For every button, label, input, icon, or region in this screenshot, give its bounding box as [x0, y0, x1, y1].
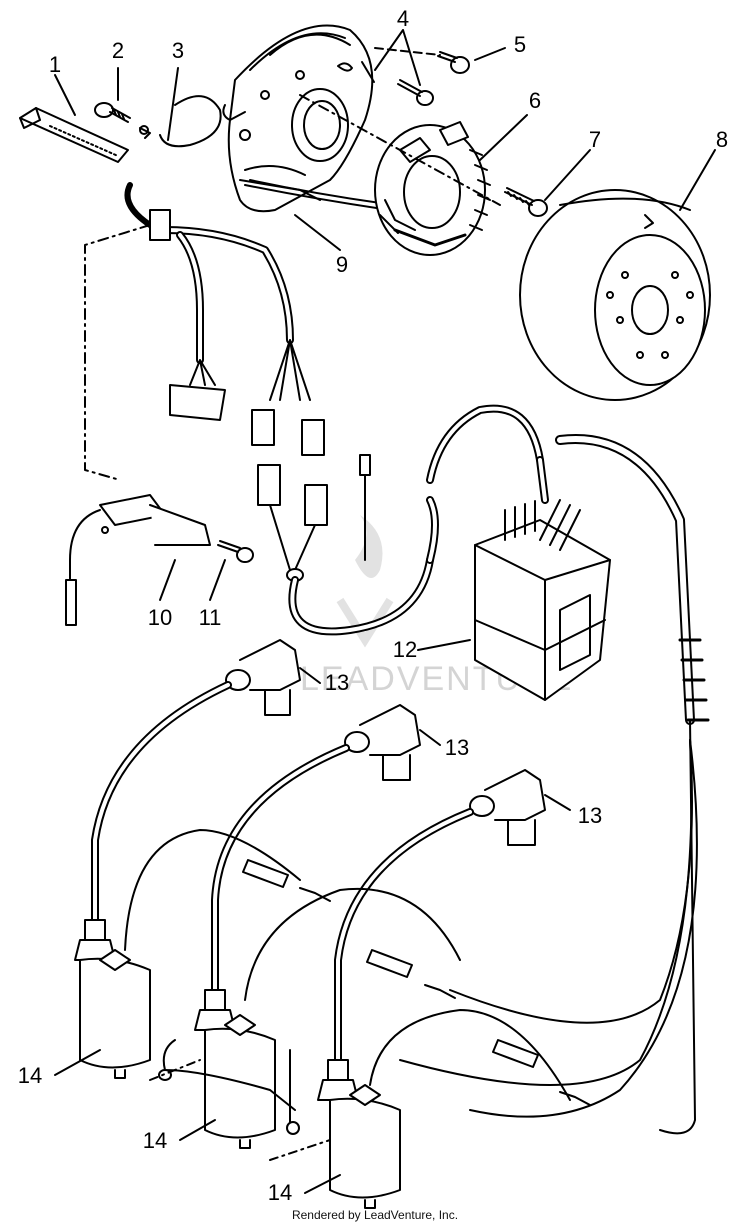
leader-line	[84, 224, 151, 481]
callout-10: 10	[148, 605, 172, 630]
spark-cap-1	[225, 639, 301, 716]
callouts: 1 2 3 4 5 6 7 8 9 10 11 12 13 13 13 14 1…	[18, 6, 728, 1205]
cable-tie	[19, 107, 129, 163]
ignition-coil-1	[74, 919, 151, 1079]
screw-2	[94, 102, 131, 123]
ht-lead-1	[91, 681, 232, 924]
screw-4b	[397, 79, 434, 106]
callout-5: 5	[514, 32, 526, 57]
callout-12: 12	[393, 637, 417, 662]
callout-11: 11	[199, 605, 222, 630]
footer-credit: Rendered by LeadVenture, Inc.	[291, 1208, 459, 1222]
screw-4a	[337, 61, 375, 83]
callout-3: 3	[172, 38, 184, 63]
callout-8: 8	[716, 127, 728, 152]
screw-11	[217, 540, 254, 563]
ignition-coil-2	[158, 989, 300, 1149]
callout-14b: 14	[143, 1128, 167, 1153]
callout-13b: 13	[445, 735, 469, 760]
callout-14a: 14	[18, 1063, 42, 1088]
cdi-module	[474, 499, 611, 701]
flywheel	[519, 189, 711, 401]
sensor-bracket	[65, 494, 211, 626]
stator-plate	[222, 24, 374, 213]
callout-9: 9	[336, 252, 348, 277]
spark-cap-2	[344, 704, 421, 781]
wire-clamp	[139, 95, 222, 148]
callout-1: 1	[49, 52, 61, 77]
callout-4: 4	[397, 6, 409, 31]
ignition-coil-3	[317, 1059, 401, 1209]
callout-13c: 13	[578, 803, 602, 828]
harness-wire	[659, 719, 696, 1135]
stator-coil	[374, 121, 491, 256]
callout-6: 6	[529, 88, 541, 113]
spark-cap-3	[469, 769, 546, 846]
stator-harness	[124, 182, 544, 636]
screw-7	[504, 187, 548, 217]
leader-line	[299, 94, 501, 206]
callout-7: 7	[589, 127, 601, 152]
screw-5	[374, 47, 470, 74]
callout-14c: 14	[268, 1180, 292, 1205]
callout-2: 2	[112, 38, 124, 63]
callout-13a: 13	[325, 670, 349, 695]
stator-wire	[244, 184, 391, 211]
